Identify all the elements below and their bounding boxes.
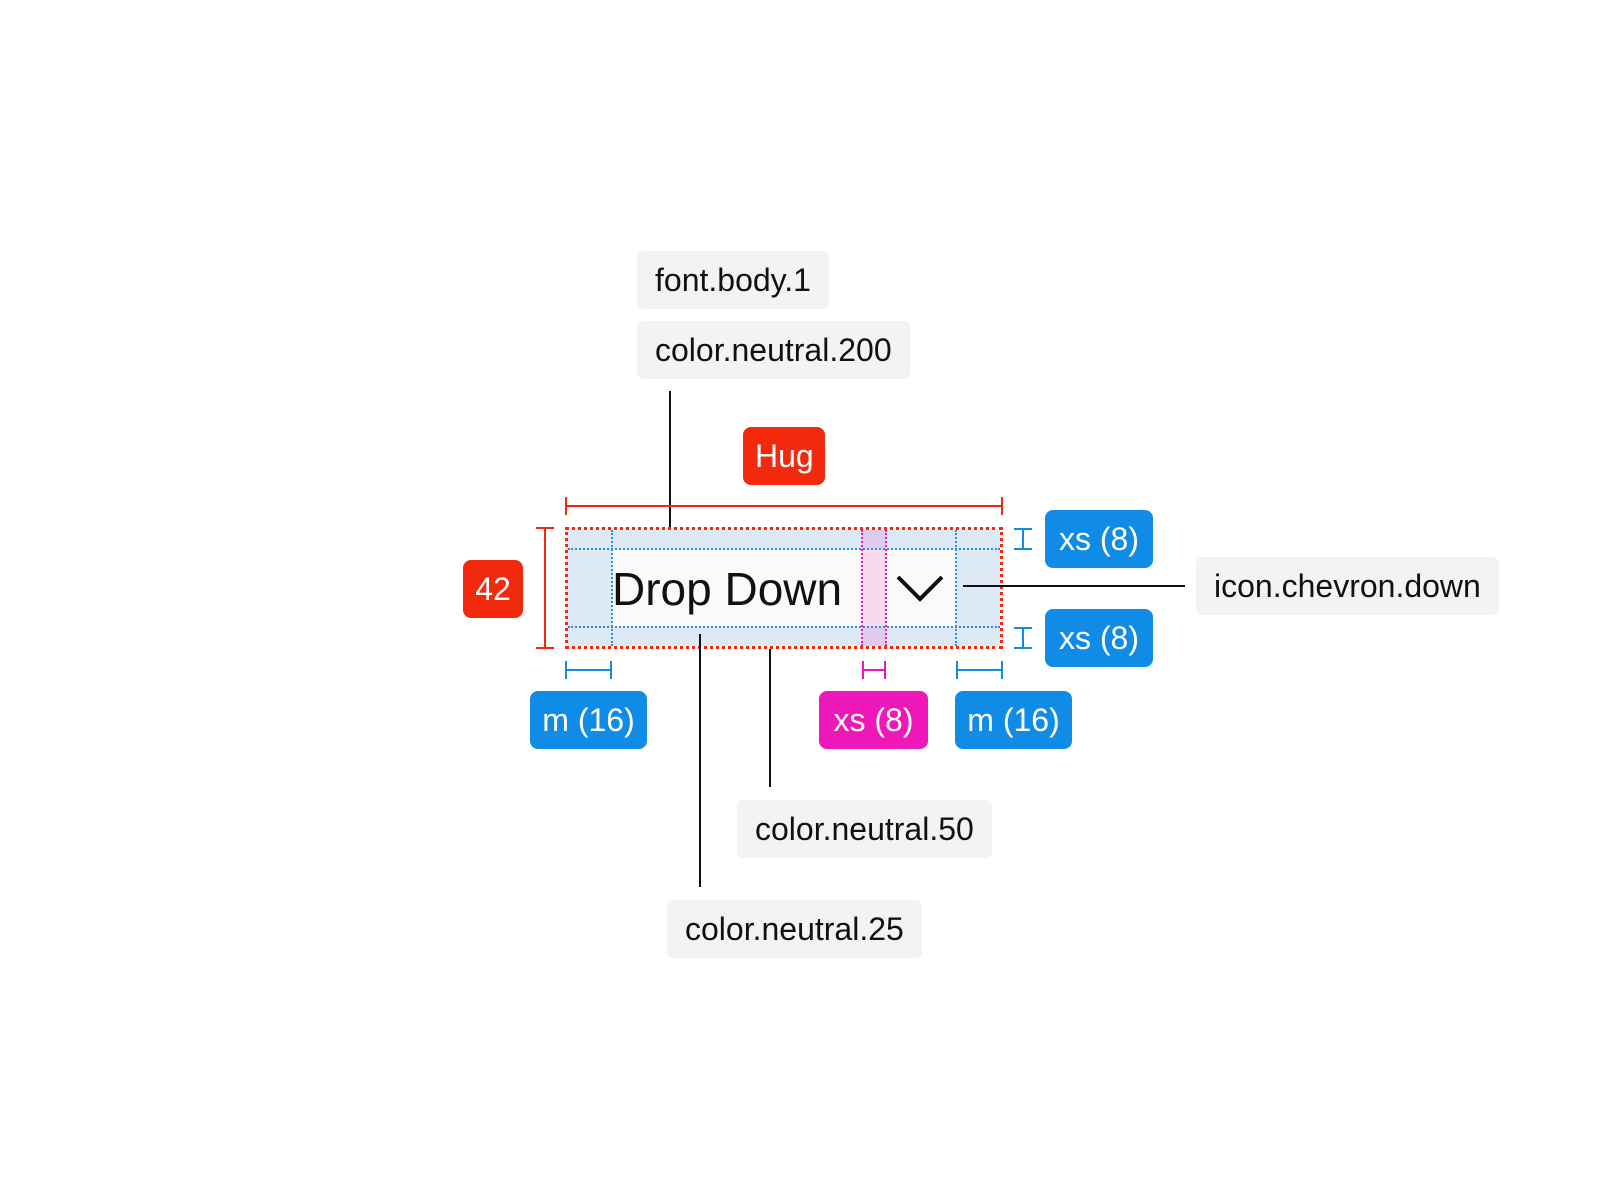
padding-right-guide <box>955 530 957 646</box>
padding-left-badge: m (16) <box>530 691 647 749</box>
gap-marker <box>862 661 886 679</box>
border-color-leader-line <box>769 649 771 787</box>
dropdown-label: Drop Down <box>612 563 843 615</box>
padding-bottom-marker <box>1014 627 1032 649</box>
dropdown-component[interactable] <box>565 527 1003 649</box>
text-color-leader-line <box>669 391 671 568</box>
height-dimension-line <box>536 527 554 649</box>
padding-left-guide <box>611 530 613 646</box>
padding-top-badge: xs (8) <box>1045 510 1153 568</box>
border-color-token-label: color.neutral.50 <box>737 800 992 858</box>
padding-right-badge: m (16) <box>955 691 1072 749</box>
padding-left-area <box>568 549 612 627</box>
padding-bottom-guide <box>568 626 1000 628</box>
padding-top-guide <box>568 548 1000 550</box>
width-badge: Hug <box>743 427 825 485</box>
font-token-label: font.body.1 <box>637 251 829 309</box>
gap-badge: xs (8) <box>819 691 928 749</box>
padding-bottom-area <box>568 627 1000 646</box>
padding-top-area <box>568 530 1000 549</box>
padding-right-marker <box>956 661 1003 679</box>
gap-end-guide <box>885 530 887 646</box>
padding-top-marker <box>1014 528 1032 550</box>
padding-bottom-badge: xs (8) <box>1045 609 1153 667</box>
padding-left-marker <box>565 661 612 679</box>
icon-leader-line <box>963 585 1185 587</box>
chevron-down-icon <box>896 575 944 602</box>
background-color-token-label: color.neutral.25 <box>667 900 922 958</box>
background-color-leader-line <box>699 634 701 887</box>
gap-start-guide <box>861 530 863 646</box>
icon-token-label: icon.chevron.down <box>1196 557 1499 615</box>
width-dimension-line <box>565 497 1003 515</box>
text-color-token-label: color.neutral.200 <box>637 321 910 379</box>
height-badge: 42 <box>463 560 523 618</box>
padding-right-area <box>956 549 1000 627</box>
